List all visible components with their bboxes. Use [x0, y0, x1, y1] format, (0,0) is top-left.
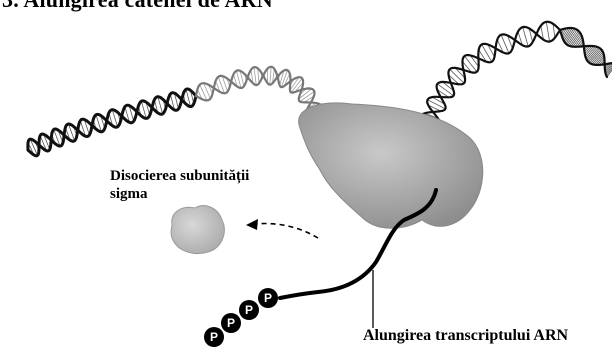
dissociation-arrowhead: [246, 219, 258, 230]
phosphate-label: P: [227, 316, 235, 330]
dna-base-pair: [267, 68, 268, 82]
dna-base-pair: [546, 22, 549, 42]
dna-base-pair: [605, 64, 606, 65]
dna-base-pair: [482, 45, 492, 62]
phosphate-label: P: [264, 291, 272, 305]
dna-base-pair: [450, 69, 464, 83]
dna-base-pair: [270, 67, 271, 85]
dna-base-pair: [583, 46, 584, 47]
phosphate-beads: P P P P: [204, 288, 278, 347]
sigma-label-line-1: Disocierea subunității: [110, 167, 249, 185]
sigma-label-line-2: sigma: [110, 185, 249, 203]
dissociation-arrow: [256, 224, 318, 238]
dna-base-pair: [310, 102, 311, 103]
dna-base-pair: [571, 34, 581, 47]
sigma-subunit: [171, 206, 224, 254]
rna-polymerase: [299, 103, 483, 228]
dna-base-pair: [214, 87, 215, 88]
sigma-dissociation-label: Disocierea subunității sigma: [110, 167, 249, 203]
dna-base-pair: [575, 37, 582, 47]
phosphate-label: P: [210, 330, 218, 344]
dna-base-pair: [586, 46, 596, 57]
dna-base-pair: [523, 27, 529, 46]
phosphate-label: P: [245, 303, 253, 317]
dna-base-pair: [254, 67, 256, 85]
elongation-label: Alungirea transcriptului ARN: [363, 327, 568, 345]
page-title: 3. Alungirea catenei de ARN: [2, 0, 273, 13]
dna-base-pair: [465, 56, 477, 72]
dna-upstream-helix: [28, 89, 196, 156]
